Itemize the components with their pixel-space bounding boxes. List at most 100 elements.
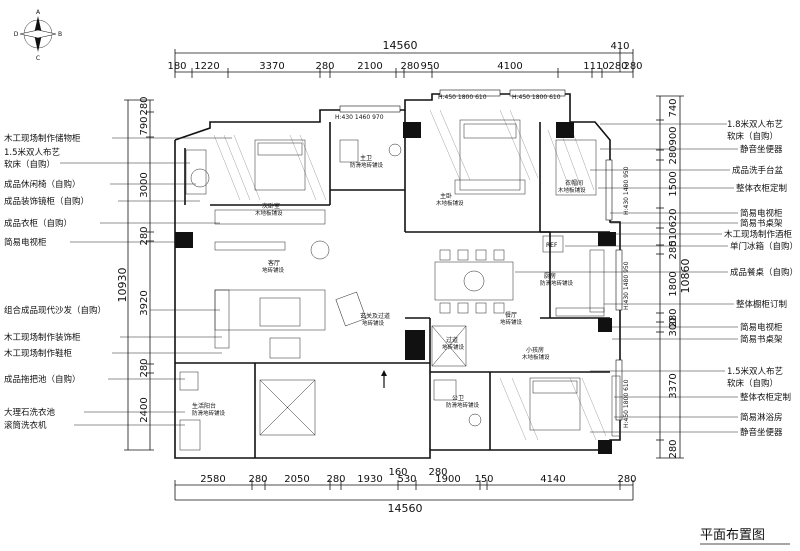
top-dim-2: 3370: [259, 61, 284, 72]
left-dim-6: 2400: [139, 397, 150, 422]
fridge-label: REF: [546, 242, 558, 249]
compass-rose: A B C D: [14, 9, 62, 62]
right-note-8: 单门冰箱（自购）: [730, 241, 798, 252]
bottom-dim-7: 150: [474, 474, 493, 485]
bottom-dim-6: 1900: [435, 474, 460, 485]
room-study-floor: 木地板铺设: [522, 353, 550, 361]
right-dim-8: 280: [668, 308, 679, 327]
window-label-0: H:430 1460 970: [335, 114, 384, 121]
room-bath2-floor: 防滑地砖铺设: [446, 401, 480, 409]
room-living-name: 客厅: [268, 259, 280, 267]
right-dim-10: 3370: [668, 373, 679, 398]
right-dim-0: 740: [668, 98, 679, 117]
left-dim-0: 280: [139, 96, 150, 115]
room-living-floor: 地砖铺设: [262, 266, 285, 274]
right-note-13: 1.5米双人布艺: [727, 366, 783, 377]
left-dim-2: 3000: [139, 172, 150, 197]
left-note-2: 软床（自购）: [4, 159, 55, 170]
compass-east-label: B: [58, 31, 62, 38]
room-corridor-floor: 地砖铺设: [442, 343, 465, 351]
left-note-8: 木工现场制作装饰柜: [4, 332, 81, 343]
floor-hatching: [213, 109, 607, 441]
left-note-6: 简易电视柜: [4, 237, 47, 248]
bottom-dimensions: 2580 280 2050 280 1930 530 1900 150 4140…: [174, 467, 637, 515]
left-note-0: 木工现场制作储物柜: [4, 133, 81, 144]
room-bath1-floor: 防滑地砖铺设: [350, 161, 384, 169]
structural-columns: [175, 122, 616, 454]
room-closet-floor: 木地板铺设: [558, 186, 586, 194]
left-dimensions: 10930 280 790 3000 280 3920 280 2400: [116, 96, 154, 451]
bottom-dim-4: 1930: [357, 474, 382, 485]
right-note-7: 木工现场制作酒柜: [724, 229, 793, 240]
bottom-dim-0: 2580: [200, 474, 225, 485]
right-note-12: 简易书桌架: [740, 334, 783, 345]
window-height-labels: H:430 1460 970 H:450 1800 610 H:450 1800…: [335, 94, 630, 428]
right-annotations: 1.8米双人布艺 软床（自购） 静音坐便器 成品洗手台盆 整体衣柜定制 简易电视…: [515, 119, 798, 438]
left-note-12: 滚筒洗衣机: [4, 420, 47, 431]
room-master-name: 主卧: [440, 192, 452, 200]
right-dim-6: 280: [668, 240, 679, 259]
room-foyer-floor: 地砖铺设: [362, 319, 385, 327]
right-dim-5: 510: [668, 227, 679, 246]
left-note-11: 大理石洗衣池: [4, 407, 56, 418]
right-note-10: 整体橱柜订制: [736, 299, 787, 310]
room-second-bedroom-floor: 木地板铺设: [255, 209, 283, 217]
right-dim-4: 620: [668, 208, 679, 227]
left-note-10: 成品拖把池（自购）: [4, 374, 81, 385]
top-dim-6: 950: [420, 61, 439, 72]
room-bath2-name: 公卫: [452, 395, 464, 402]
top-dim-10: 280: [623, 61, 642, 72]
right-dim-11: 280: [668, 439, 679, 458]
room-corridor-name: 过道: [446, 336, 458, 344]
top-dim-7: 4100: [497, 61, 522, 72]
right-note-9: 成品餐桌（自购）: [730, 267, 798, 278]
right-dim-3: 1500: [668, 171, 679, 196]
room-master-floor: 木地板铺设: [436, 199, 464, 207]
left-dim-3: 280: [139, 226, 150, 245]
room-bath1-name: 主卫: [360, 154, 372, 162]
right-note-0: 1.8米双人布艺: [727, 119, 783, 130]
top-dimensions: 14560 410 180 1220 3370 280 2100 280 950…: [167, 39, 643, 78]
window-label-5: H:450 1800 610: [623, 379, 630, 428]
top-dim-1: 1220: [194, 61, 219, 72]
right-note-5: 简易电视柜: [740, 208, 783, 219]
right-note-14: 软床（自购）: [727, 378, 778, 389]
left-note-1: 1.5米双人布艺: [4, 147, 60, 158]
right-dim-1: 900: [668, 126, 679, 145]
room-balcony-floor: 防滑地砖铺设: [192, 409, 226, 417]
window-label-2: H:450 1800 610: [512, 94, 561, 101]
left-annotations: 木工现场制作储物柜 1.5米双人布艺 软床（自购） 成品休闲椅（自购） 成品装饰…: [4, 133, 232, 431]
right-note-1: 软床（自购）: [727, 131, 778, 142]
top-dim-ticks: [174, 68, 634, 78]
room-balcony-name: 生活阳台: [192, 402, 216, 410]
right-note-11: 简易电视柜: [740, 322, 783, 333]
left-dim-5: 280: [139, 358, 150, 377]
right-total-dim: 10860: [679, 259, 692, 294]
compass-south-label: C: [36, 55, 40, 62]
top-dim-9: 280: [608, 61, 627, 72]
bottom-dim-3: 280: [326, 474, 345, 485]
right-note-17: 静音坐便器: [740, 427, 783, 438]
bottom-mid-dim-1: 280: [428, 467, 447, 478]
bottom-dim-1: 280: [248, 474, 267, 485]
room-dining-name: 餐厅: [505, 311, 517, 319]
right-note-15: 整体衣柜定制: [740, 392, 791, 403]
drawing-title: 平面布置图: [700, 528, 765, 543]
right-note-4: 整体衣柜定制: [736, 183, 787, 194]
right-note-3: 成品洗手台盆: [732, 165, 784, 176]
room-dining-floor: 地砖铺设: [500, 318, 523, 326]
left-dim-4: 3920: [139, 290, 150, 315]
bottom-mid-dim-0: 160: [388, 467, 407, 478]
left-note-9: 木工现场制作鞋柜: [4, 348, 73, 359]
bottom-dim-2: 2050: [284, 474, 309, 485]
bottom-total-dim: 14560: [388, 502, 423, 515]
left-dim-1: 790: [139, 116, 150, 135]
window-label-1: H:450 1800 610: [438, 94, 487, 101]
top-total-dim: 14560: [383, 39, 418, 52]
left-note-3: 成品休闲椅（自购）: [4, 179, 81, 190]
left-note-4: 成品装饰镜柜（自购）: [4, 196, 89, 207]
window-label-3: H:430 1480 950: [623, 166, 630, 215]
right-dimensions: 10860 740 900 280 1500 620 510 280 1800 …: [656, 95, 692, 459]
left-note-7: 组合成品现代沙发（自购）: [4, 305, 106, 316]
bottom-dim-9: 280: [617, 474, 636, 485]
